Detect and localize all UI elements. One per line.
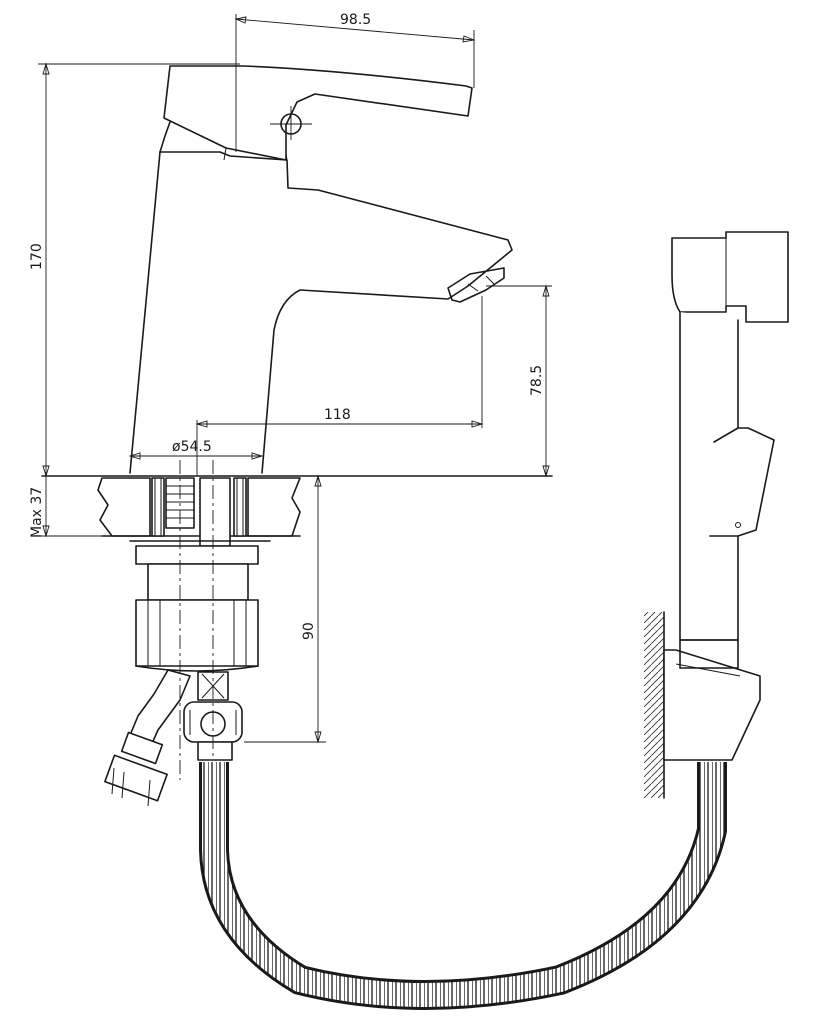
hand-shower [671, 231, 789, 669]
dim-base-diameter: ø54.5 [172, 439, 212, 455]
braided-supply-hose [104, 669, 191, 807]
wall-holder [644, 611, 761, 799]
dimension-labels: 98.5 170 78.5 118 ø54.5 Max 37 90 [29, 12, 545, 640]
cartridge-pivot [270, 106, 312, 140]
dim-spout-reach: 118 [324, 407, 351, 423]
faucet-body [129, 121, 513, 474]
dim-total-height: 170 [29, 243, 45, 270]
dim-spout-height: 78.5 [529, 365, 545, 396]
flexible-hose-inner [202, 762, 724, 1007]
aerator [447, 267, 505, 303]
dim-max-thickness: Max 37 [29, 487, 45, 538]
countertop-section [41, 475, 553, 537]
center-lines [179, 460, 214, 780]
dim-connection-length: 90 [301, 622, 317, 640]
dimension-lines [38, 14, 552, 744]
lever-handle [163, 65, 473, 161]
dim-handle-length: 98.5 [340, 12, 371, 28]
base-fittings [129, 540, 271, 672]
